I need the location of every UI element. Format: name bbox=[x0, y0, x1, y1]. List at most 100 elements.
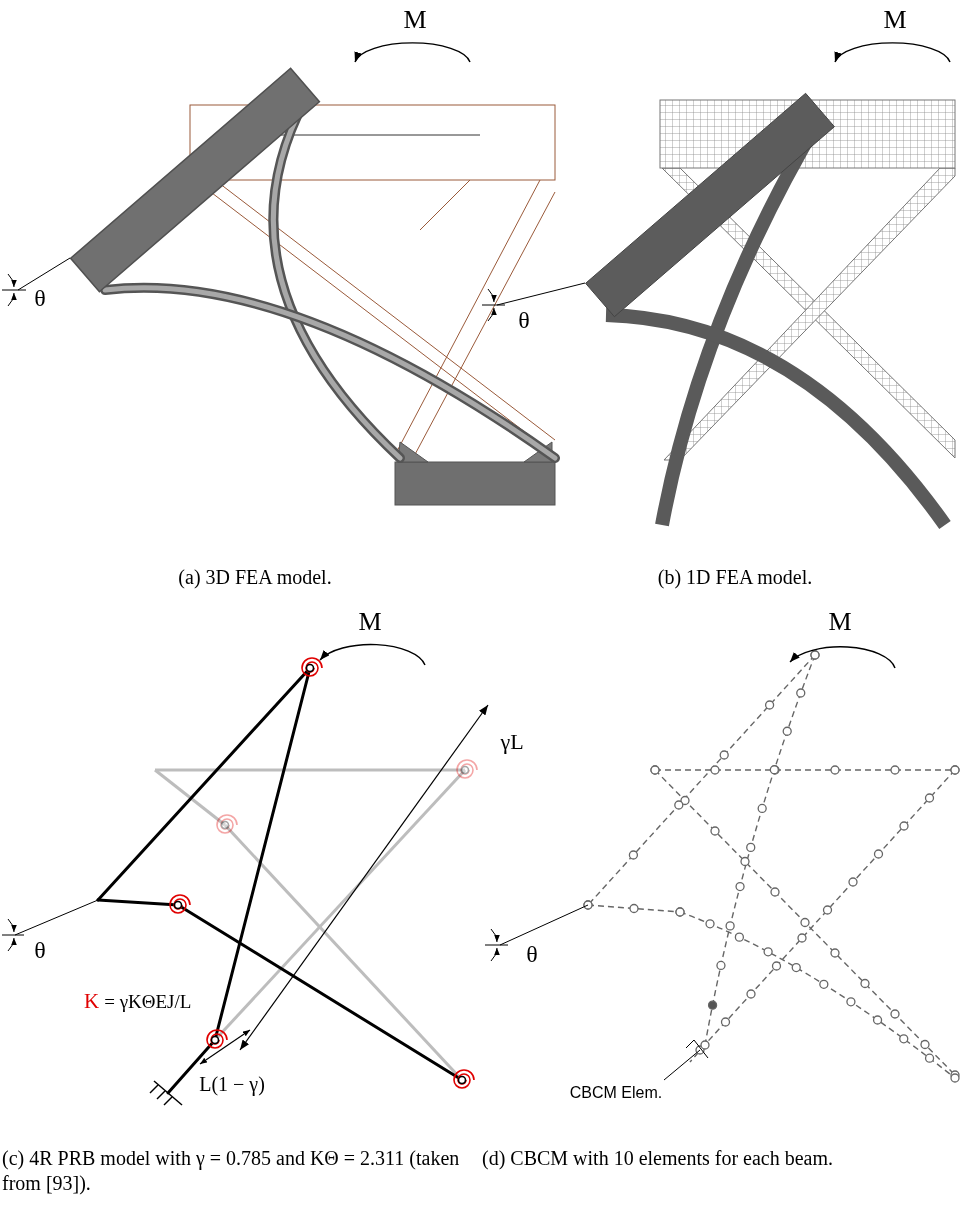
cbcm-node bbox=[926, 794, 934, 802]
undeformed-linkage bbox=[155, 769, 465, 772]
cbcm-node bbox=[735, 933, 743, 941]
cbcm-node bbox=[824, 906, 832, 914]
cbcm-node bbox=[758, 804, 766, 812]
panel-d-figure bbox=[485, 647, 959, 1082]
rigid-bar bbox=[586, 93, 835, 316]
cbcm-node bbox=[891, 1010, 899, 1018]
cbcm-node bbox=[711, 827, 719, 835]
cbcm-beams bbox=[588, 905, 680, 912]
cbcm-beams bbox=[680, 912, 955, 1078]
cbcm-node bbox=[676, 908, 684, 916]
angle-marker bbox=[482, 305, 505, 306]
cbcm-node bbox=[783, 727, 791, 735]
cbcm-node bbox=[951, 766, 959, 774]
cbcm-node bbox=[706, 920, 714, 928]
undeformed-outline bbox=[195, 180, 555, 455]
ground-symbol bbox=[157, 1091, 165, 1099]
moment-arrow bbox=[790, 647, 895, 668]
ground-symbol bbox=[150, 1085, 158, 1093]
cbcm-node bbox=[770, 766, 778, 774]
angle-label: θ bbox=[34, 936, 46, 965]
torsion-springs bbox=[454, 1070, 474, 1088]
cbcm-nodes bbox=[584, 651, 959, 1082]
dimension-arrow bbox=[200, 1030, 250, 1064]
deformed-linkage bbox=[98, 668, 462, 1093]
cbcm-node bbox=[747, 990, 755, 998]
angle-marker bbox=[482, 283, 585, 321]
cbcm-beams bbox=[655, 770, 955, 1075]
undeformed-outline bbox=[395, 180, 540, 455]
cbcm-node bbox=[861, 980, 869, 988]
dimension-label: L(1 − γ) bbox=[199, 1072, 265, 1096]
moment-arrow bbox=[355, 43, 470, 62]
cbcm-node bbox=[792, 964, 800, 972]
flexible-beams bbox=[606, 315, 945, 525]
angle-marker bbox=[8, 919, 14, 932]
moment-label: M bbox=[883, 4, 906, 35]
cbcm-node bbox=[891, 766, 899, 774]
cbcm-node bbox=[900, 822, 908, 830]
cbcm-node bbox=[820, 980, 828, 988]
cbcm-node bbox=[874, 1016, 882, 1024]
subcaption: (c) 4R PRB model with γ = 0.785 and KΘ =… bbox=[2, 1146, 472, 1196]
undeformed-linkage bbox=[215, 770, 465, 1040]
cbcm-node bbox=[771, 766, 779, 774]
cbcm-node bbox=[736, 883, 744, 891]
fixed-base bbox=[395, 442, 555, 505]
cbcm-node bbox=[798, 934, 806, 942]
cbcm-node bbox=[900, 1035, 908, 1043]
cbcm-beams bbox=[655, 769, 955, 770]
deformed-linkage bbox=[215, 668, 310, 1040]
angle-marker bbox=[8, 293, 14, 306]
angle-marker bbox=[488, 308, 494, 321]
cbcm-node bbox=[831, 766, 839, 774]
undeformed-mesh bbox=[660, 100, 955, 460]
dimension-label: γL bbox=[500, 729, 523, 755]
moment-label: M bbox=[358, 606, 381, 637]
angle-marker bbox=[491, 948, 497, 961]
cbcm-node bbox=[921, 1041, 929, 1049]
cbcm-node bbox=[801, 919, 809, 927]
cbcm-node bbox=[773, 962, 781, 970]
cbcm-node bbox=[951, 1074, 959, 1082]
subcaption: (a) 3D FEA model. bbox=[178, 565, 331, 589]
angle-marker bbox=[8, 938, 14, 951]
cbcm-node bbox=[701, 1041, 709, 1049]
cbcm-node bbox=[675, 801, 683, 809]
moment-arrow bbox=[320, 644, 425, 665]
flexible-beams bbox=[606, 118, 945, 525]
element-bracket bbox=[694, 1040, 708, 1058]
cbcm-node bbox=[764, 948, 772, 956]
cbcm-node bbox=[811, 651, 819, 659]
flexible-beams bbox=[105, 100, 555, 458]
ground-symbol bbox=[154, 1081, 182, 1105]
flexible-beams bbox=[105, 288, 555, 458]
cbcm-node bbox=[720, 751, 728, 759]
ground-symbol bbox=[150, 1081, 182, 1105]
rigid-bar bbox=[71, 68, 320, 291]
torsion-springs bbox=[170, 895, 190, 913]
deformed-linkage bbox=[98, 668, 310, 900]
cbcm-node bbox=[630, 905, 638, 913]
cbcm-node bbox=[747, 843, 755, 851]
undeformed-linkage bbox=[155, 770, 465, 1080]
angle-marker bbox=[491, 929, 497, 942]
cbcm-beams bbox=[588, 655, 815, 905]
angle-marker bbox=[500, 905, 588, 945]
torsion-springs bbox=[207, 1030, 227, 1048]
undeformed-outline bbox=[412, 192, 555, 460]
cbcm-node bbox=[722, 1018, 730, 1026]
ground-symbol bbox=[164, 1097, 172, 1105]
subcaption: (b) 1D FEA model. bbox=[658, 565, 812, 589]
cbcm-node bbox=[926, 1054, 934, 1062]
cbcm-node bbox=[717, 961, 725, 969]
undeformed-springs bbox=[457, 760, 477, 778]
undeformed-springs bbox=[217, 815, 237, 833]
panel-b-figure bbox=[482, 43, 955, 525]
flexible-beams bbox=[273, 100, 400, 458]
moment-label: M bbox=[403, 4, 426, 35]
element-bracket bbox=[664, 1050, 700, 1080]
angle-label: θ bbox=[518, 306, 530, 335]
